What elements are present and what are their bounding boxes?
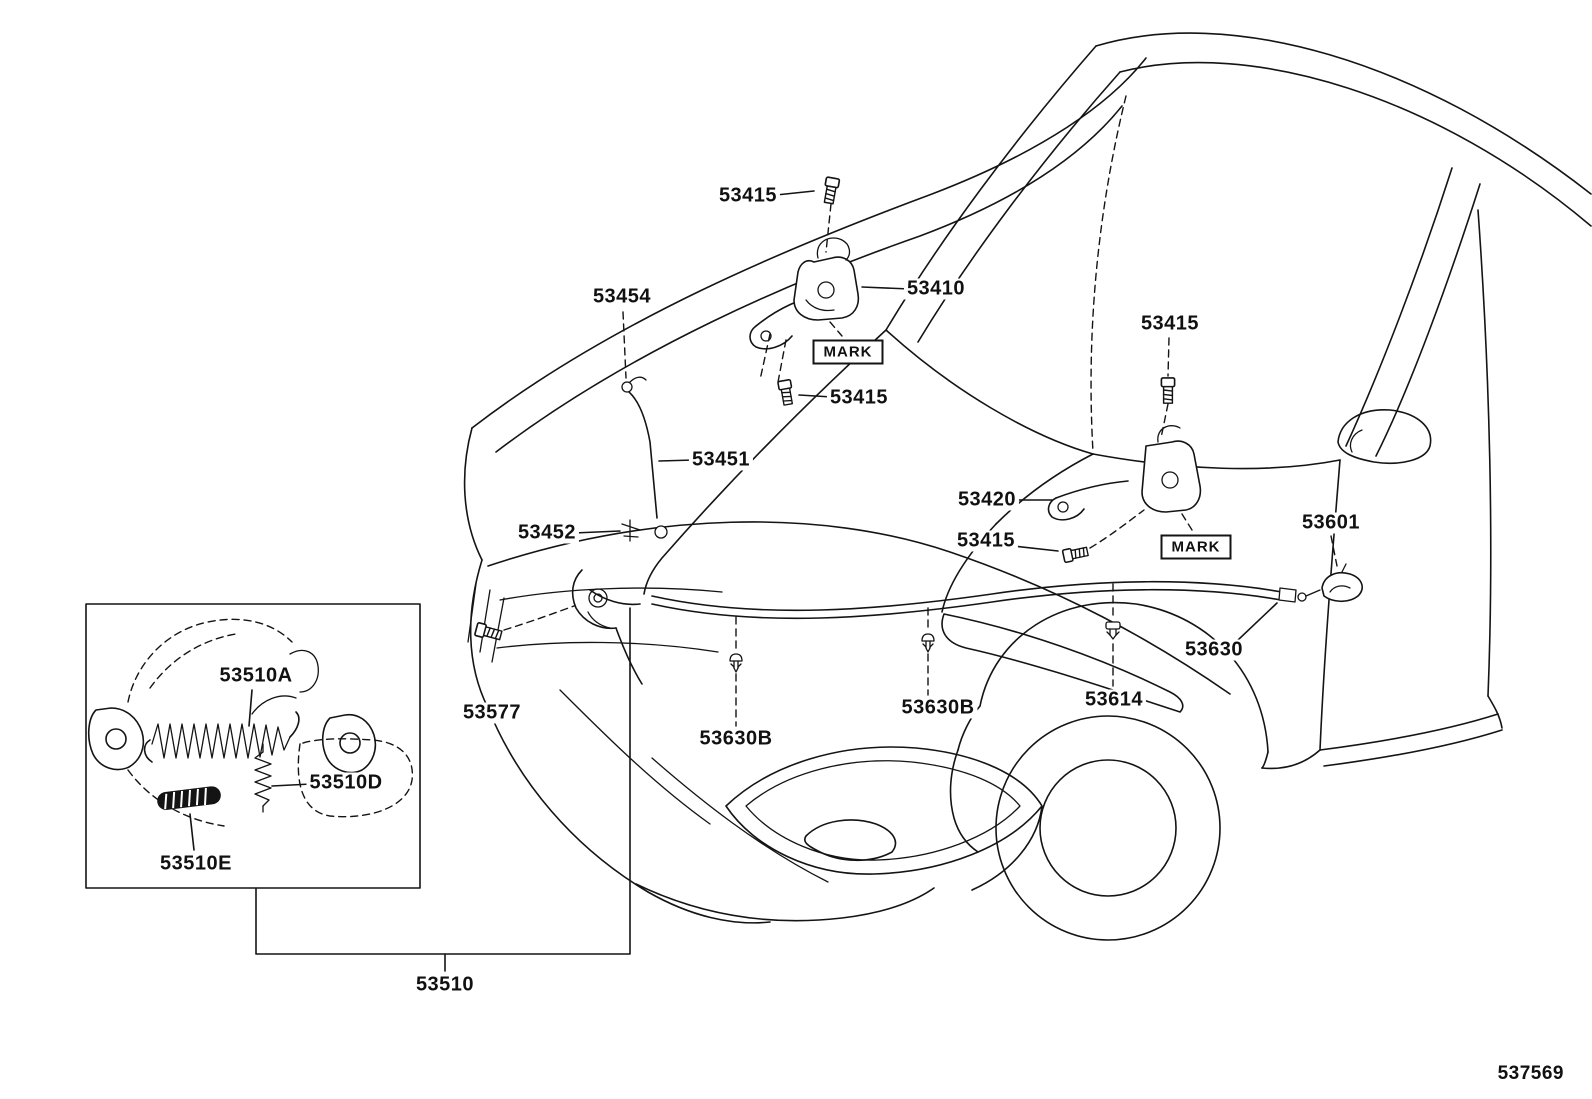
mark-label-1: MARK	[812, 339, 884, 365]
bolt-icon	[821, 176, 841, 205]
drawing-number: 537569	[1497, 1063, 1564, 1084]
bolt-icon	[777, 378, 796, 407]
part-label-53630b-2: 53630B	[696, 728, 776, 750]
part-label-53614: 53614	[1081, 689, 1147, 711]
hood-panel	[463, 57, 1147, 595]
part-label-53510: 53510	[412, 974, 478, 996]
leader-lines	[573, 459, 695, 534]
part-label-53415-1: 53415	[715, 185, 781, 207]
hood-lock-53410	[749, 190, 911, 398]
part-connector-lines	[255, 607, 631, 972]
part-label-53510d: 53510D	[306, 772, 386, 794]
part-label-53510e: 53510E	[157, 853, 235, 875]
bolt-icon	[1160, 377, 1176, 405]
part-label-53601: 53601	[1298, 512, 1364, 534]
part-label-53415-4: 53415	[953, 530, 1019, 552]
mark-label-2: MARK	[1160, 534, 1232, 560]
part-label-53630b-1: 53630B	[898, 697, 978, 719]
part-label-53630: 53630	[1181, 639, 1247, 661]
bolt-icon	[1061, 544, 1090, 564]
part-label-53415-3: 53415	[1137, 313, 1203, 335]
part-label-53410: 53410	[903, 278, 969, 300]
hood-lock-53420	[1012, 337, 1202, 552]
part-label-53577: 53577	[459, 702, 525, 724]
part-label-53415-2: 53415	[826, 387, 892, 409]
hood-lock-assembly	[503, 569, 643, 685]
car-body-outline	[885, 32, 1592, 770]
cable-clips	[729, 583, 1121, 727]
part-label-53420: 53420	[954, 489, 1020, 511]
front-wheel	[957, 601, 1269, 941]
part-label-53454: 53454	[589, 286, 655, 308]
inset-detail-box	[85, 603, 421, 889]
release-cable	[651, 535, 1363, 641]
hood-prop-rod	[621, 311, 668, 542]
front-fascia	[467, 453, 1231, 924]
part-label-53452: 53452	[514, 522, 580, 544]
release-handle	[1321, 563, 1363, 603]
part-label-53510a: 53510A	[216, 665, 296, 687]
part-label-53451: 53451	[688, 449, 754, 471]
